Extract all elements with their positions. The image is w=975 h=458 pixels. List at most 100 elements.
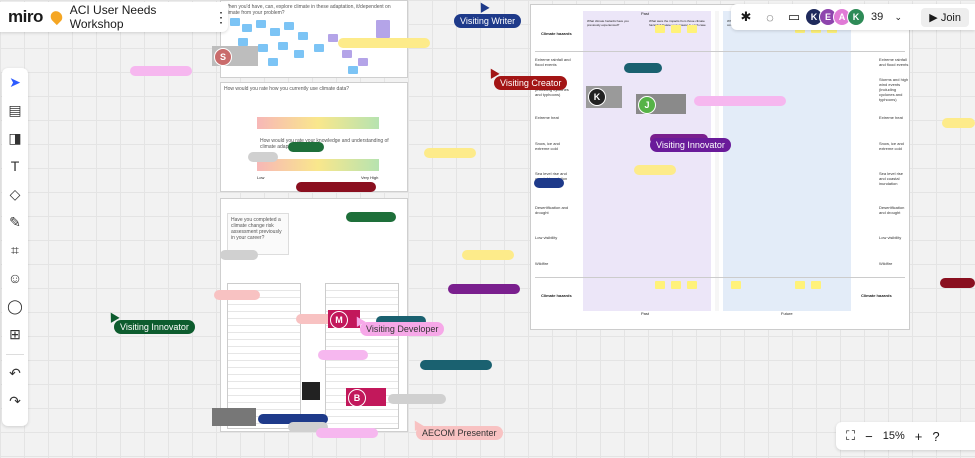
table-header-left: Climate hazards: [541, 31, 572, 36]
sticky-note[interactable]: [671, 25, 681, 33]
sticky-note[interactable]: [376, 20, 390, 38]
sticky-note[interactable]: [294, 50, 304, 58]
frame-ratings-subtitle: How would you rate your knowledge and un…: [260, 138, 389, 150]
sticky-note[interactable]: [655, 25, 665, 33]
table-row-label-right: Wildfire: [879, 261, 893, 266]
participant-pill: [420, 360, 492, 370]
cursor-label: Visiting Developer: [360, 322, 445, 336]
sticky-note[interactable]: [795, 281, 805, 289]
table-footer-right: Climate hazards: [861, 293, 892, 298]
collaborator-avatars[interactable]: K E A K: [805, 8, 865, 26]
col-divider: [715, 11, 719, 311]
emoji-icon[interactable]: ☺: [7, 270, 23, 286]
frame-icon[interactable]: ⌗: [11, 242, 19, 258]
sticky-note[interactable]: [358, 58, 368, 66]
templates-icon[interactable]: ▤: [8, 102, 22, 118]
table-row-label-right: Sea level rise and coastal inundation: [879, 171, 904, 186]
participant-tile[interactable]: B: [346, 388, 386, 407]
black-box: [302, 382, 320, 400]
sticky-note[interactable]: [731, 281, 741, 289]
avatar[interactable]: K: [805, 8, 823, 26]
sticky-note[interactable]: [687, 25, 697, 33]
frame-concerns-title: When you'd have, can, explore climate in…: [224, 4, 391, 16]
pen-icon[interactable]: ✎: [9, 214, 21, 230]
scale-low-label: Low: [257, 175, 265, 180]
frame-ratings-title: How would you rate how you currently use…: [224, 86, 350, 92]
sticky-note[interactable]: [342, 50, 352, 58]
table-col-group-past: Past: [641, 11, 650, 16]
sticky-note[interactable]: [671, 281, 681, 289]
text-icon[interactable]: T: [10, 158, 20, 174]
participant-pill: [624, 63, 662, 73]
participant-pill: [346, 212, 396, 222]
sticky-note[interactable]: [242, 24, 252, 32]
table-row-label-right: Snow, ice and extreme cold: [879, 141, 904, 151]
add-apps-icon[interactable]: ⊞: [9, 326, 21, 342]
table-row-label: Wildfire: [535, 261, 549, 266]
comment-icon[interactable]: ◯: [7, 298, 23, 314]
participant-avatar: S: [214, 48, 232, 66]
chevron-down-icon[interactable]: ⌄: [894, 11, 903, 22]
participant-avatar: B: [348, 389, 366, 407]
sticky-note[interactable]: [348, 66, 358, 74]
sticky-note[interactable]: [314, 44, 324, 52]
avatar[interactable]: K: [847, 8, 865, 26]
fit-to-screen-icon[interactable]: ⛶: [846, 428, 856, 443]
collab-bar: ✱ ◌ ▭ K E A K 39 ⌄ ▶ Join: [731, 4, 975, 30]
collaborator-count[interactable]: 39: [871, 11, 884, 23]
sticky-note[interactable]: [238, 38, 248, 46]
reactions-icon[interactable]: ✱: [740, 9, 752, 24]
sticky-note[interactable]: [284, 22, 294, 30]
help-icon[interactable]: ?: [932, 428, 940, 444]
table-row-label: Extreme rainfall and flood events: [535, 57, 571, 67]
sticky-note[interactable]: [687, 281, 697, 289]
more-menu-icon[interactable]: ⋮: [214, 8, 228, 25]
sticky-note-icon[interactable]: ◨: [8, 130, 22, 146]
join-button[interactable]: ▶ Join: [921, 7, 969, 27]
participant-pill: [338, 38, 430, 48]
participant-tile[interactable]: J: [636, 94, 686, 114]
sticky-note[interactable]: [811, 281, 821, 289]
sticky-note[interactable]: [258, 44, 268, 52]
join-label: Join: [940, 11, 961, 24]
participant-pill: [534, 178, 564, 188]
participant-pill: [296, 182, 376, 192]
sticky-note[interactable]: [230, 18, 240, 26]
rating-scale-2: [257, 159, 379, 171]
participant-pill: [316, 428, 378, 438]
undo-icon[interactable]: ↶: [9, 365, 21, 381]
chat-icon[interactable]: ◌: [766, 9, 774, 25]
sticky-note[interactable]: [268, 58, 278, 66]
shapes-icon[interactable]: ◇: [9, 186, 21, 202]
sticky-note[interactable]: [655, 281, 665, 289]
sticky-note[interactable]: [256, 20, 266, 28]
participant-tile[interactable]: K: [586, 86, 622, 108]
participant-pill: [388, 394, 446, 404]
participant-pill: [220, 250, 258, 260]
frame-ratings[interactable]: How would you rate how you currently use…: [220, 82, 408, 192]
zoom-level[interactable]: 15%: [882, 430, 905, 442]
zoom-controls: ⛶ − 15% + ?: [836, 422, 975, 450]
climate-hazards-table[interactable]: Past Future Climate hazards What climate…: [530, 4, 910, 330]
sticky-note[interactable]: [328, 34, 338, 42]
poll-question: Have you completed a climate change risk…: [231, 217, 282, 241]
table-row-label: Low visibility: [535, 235, 558, 240]
redo-icon[interactable]: ↷: [9, 393, 21, 409]
video-icon[interactable]: ▭: [787, 9, 801, 24]
zoom-out-icon[interactable]: −: [865, 428, 873, 444]
participant-pill: [214, 290, 260, 300]
sticky-note[interactable]: [278, 42, 288, 50]
board-title[interactable]: ACI User Needs Workshop: [69, 3, 157, 31]
table-col-header: What climate hazards have you previously…: [587, 19, 629, 27]
participant-pill: [462, 250, 514, 260]
sticky-note[interactable]: [270, 28, 280, 36]
participant-tile[interactable]: S: [212, 46, 258, 66]
zoom-in-icon[interactable]: +: [914, 428, 923, 444]
participant-tile[interactable]: [212, 408, 256, 426]
select-icon[interactable]: ➤: [9, 74, 21, 90]
participant-avatar: J: [638, 96, 656, 114]
miro-logo[interactable]: miro: [8, 7, 43, 26]
sticky-note[interactable]: [298, 32, 308, 40]
participant-tile[interactable]: M: [328, 310, 360, 329]
